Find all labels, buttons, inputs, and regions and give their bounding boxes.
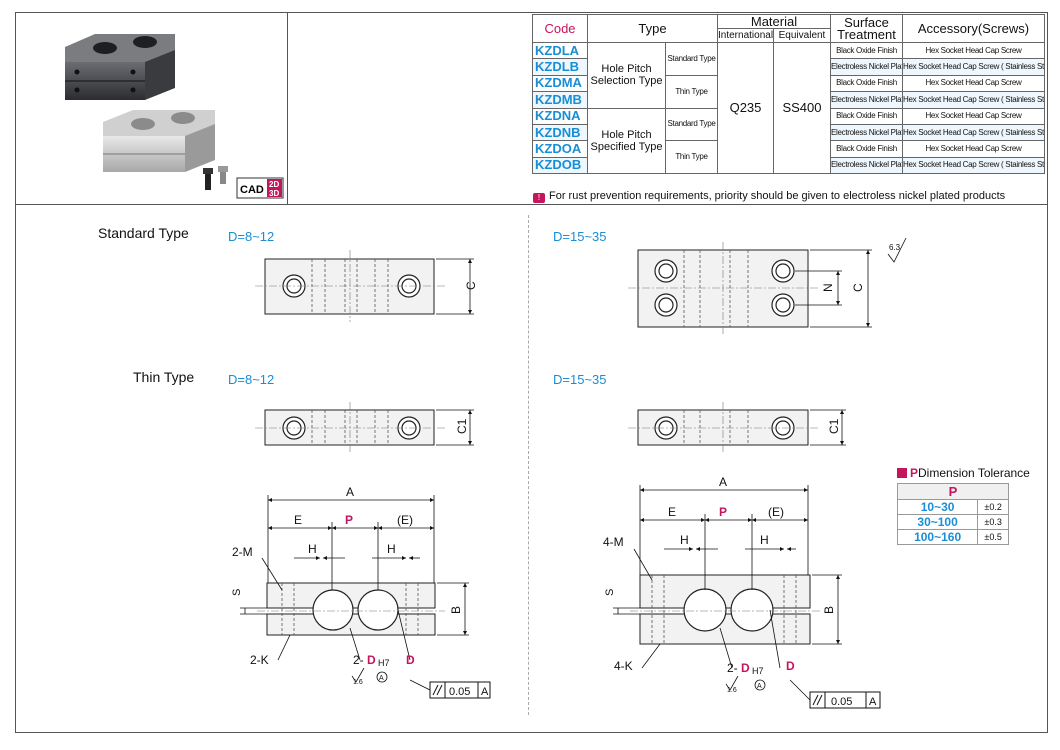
tolerance-value: ±0.5 bbox=[977, 529, 1009, 545]
datum-symbol: A bbox=[757, 683, 762, 690]
code-cell: KZDMB bbox=[532, 91, 588, 109]
header-accessory: Accessory(Screws) bbox=[902, 14, 1045, 43]
roughness-value: 6.3 bbox=[889, 243, 901, 252]
dim-h: H bbox=[760, 533, 769, 547]
label-2m: 2-M bbox=[232, 545, 253, 559]
dim-a: A bbox=[346, 485, 354, 499]
cad-label: CAD bbox=[240, 184, 264, 196]
sub-thin: Thin Type bbox=[665, 74, 718, 109]
standard-type-label: Standard Type bbox=[98, 225, 189, 241]
parallel-value: 0.05 bbox=[831, 696, 852, 708]
sub-thin: Thin Type bbox=[665, 140, 718, 175]
dim-a: A bbox=[719, 475, 727, 489]
product-illustration: CAD 2D 3D bbox=[65, 34, 284, 199]
material-equivalent: SS400 bbox=[773, 41, 831, 175]
section-divider bbox=[15, 204, 1048, 205]
dim-c1: C1 bbox=[827, 418, 841, 434]
outer-frame bbox=[15, 12, 1048, 733]
code-cell: KZDOB bbox=[532, 156, 588, 175]
label-4k: 4-K bbox=[614, 659, 633, 673]
dim-s: S bbox=[231, 589, 243, 596]
code-cell: KZDLA bbox=[532, 41, 588, 60]
dim-h: H bbox=[387, 542, 396, 556]
sub-standard: Standard Type bbox=[665, 42, 718, 76]
dim-c: C bbox=[851, 283, 865, 292]
header-surface: Surface Treatment bbox=[830, 14, 903, 43]
header-type: Type bbox=[587, 14, 718, 43]
product-photo: CAD 2D 3D bbox=[15, 12, 288, 205]
material-international: Q235 bbox=[717, 41, 774, 175]
datum-symbol: A bbox=[379, 675, 384, 682]
tolerance-section: PDimension Tolerance P 10~30±0.2 30~100±… bbox=[896, 466, 1037, 545]
d-range-small: D=8~12 bbox=[228, 372, 275, 387]
dim-h: H bbox=[308, 542, 317, 556]
dim-e: E bbox=[294, 513, 302, 527]
label-2dh7-prefix: 2- bbox=[727, 661, 738, 675]
dim-e-ref: (E) bbox=[768, 505, 784, 519]
dim-c1: C1 bbox=[455, 418, 469, 434]
dim-b: B bbox=[449, 606, 463, 614]
header-material: Material bbox=[717, 14, 831, 29]
warning-icon: ! bbox=[533, 193, 545, 203]
label-dh7-fit: H7 bbox=[752, 666, 764, 676]
code-cell: KZDNA bbox=[532, 107, 588, 125]
dim-e-ref: (E) bbox=[397, 513, 413, 527]
tolerance-range: 100~160 bbox=[896, 529, 979, 545]
spec-table: Code Type Material Surface Treatment Acc… bbox=[532, 14, 1045, 175]
tolerance-value: ±0.2 bbox=[977, 499, 1009, 515]
rust-note: ! For rust prevention requirements, prior… bbox=[533, 190, 1005, 203]
d-range-large: D=15~35 bbox=[553, 372, 607, 387]
cad-3d: 3D bbox=[269, 189, 279, 198]
code-cell: KZDLB bbox=[532, 58, 588, 76]
tolerance-header: P bbox=[897, 483, 1009, 500]
d-range-small: D=8~12 bbox=[228, 229, 275, 244]
label-dh7-d: D bbox=[367, 653, 376, 667]
roughness-value: 1.6 bbox=[353, 679, 363, 686]
dim-s: S bbox=[604, 589, 616, 596]
cad-2d: 2D bbox=[269, 180, 279, 189]
tolerance-title: PDimension Tolerance bbox=[897, 466, 1037, 480]
dim-h: H bbox=[680, 533, 689, 547]
dim-n: N bbox=[821, 283, 835, 292]
tolerance-value: ±0.3 bbox=[977, 514, 1009, 530]
tolerance-range: 10~30 bbox=[896, 499, 979, 515]
dim-c: C bbox=[464, 281, 478, 290]
square-icon bbox=[897, 468, 907, 478]
note-text: For rust prevention requirements, priori… bbox=[549, 190, 1006, 202]
label-d: D bbox=[786, 659, 795, 673]
d-range-large: D=15~35 bbox=[553, 229, 607, 244]
label-dh7-fit: H7 bbox=[378, 658, 390, 668]
sub-standard: Standard Type bbox=[665, 107, 718, 142]
label-2k: 2-K bbox=[250, 653, 269, 667]
parallel-value: 0.05 bbox=[449, 686, 470, 698]
column-divider bbox=[528, 215, 529, 715]
label-2dh7-prefix: 2- bbox=[353, 653, 364, 667]
tolerance-table: P 10~30±0.2 30~100±0.3 100~160±0.5 bbox=[896, 483, 1009, 545]
roughness-value: 1.6 bbox=[727, 687, 737, 694]
tolerance-range: 30~100 bbox=[896, 514, 979, 530]
dim-p: P bbox=[719, 505, 727, 519]
group-selection: Hole Pitch Selection Type bbox=[587, 42, 666, 109]
dim-e: E bbox=[668, 505, 676, 519]
screw-cell: Hex Socket Head Cap Screw ( Stainless St… bbox=[902, 156, 1045, 175]
thin-type-label: Thin Type bbox=[133, 369, 195, 385]
dim-b: B bbox=[822, 606, 836, 614]
label-4m: 4-M bbox=[603, 535, 624, 549]
dim-p: P bbox=[345, 513, 353, 527]
label-d: D bbox=[406, 653, 415, 667]
parallel-datum: A bbox=[869, 696, 877, 708]
label-dh7-d: D bbox=[741, 661, 750, 675]
parallel-datum: A bbox=[481, 686, 489, 698]
